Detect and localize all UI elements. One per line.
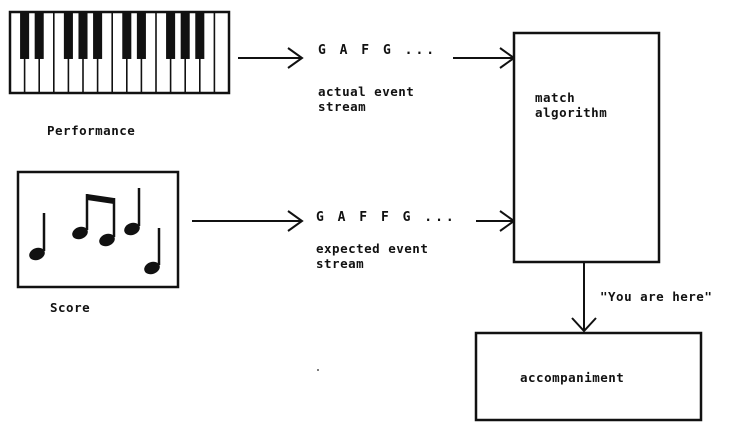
arrow-score-to-stream (192, 211, 302, 231)
performance-label: Performance (47, 123, 135, 139)
accompaniment-label: accompaniment (520, 370, 624, 386)
scan-speck (317, 369, 319, 371)
black-key (20, 12, 29, 59)
black-key (35, 12, 44, 59)
black-key (78, 12, 87, 59)
black-key (93, 12, 102, 59)
arrow-actual-to-match (453, 48, 514, 68)
music-notes-icon (18, 172, 178, 287)
arrow-match-to-accompaniment (572, 262, 596, 331)
expected-caption-line1: expected event (316, 241, 428, 257)
actual-sequence: G A F G ... (318, 43, 437, 59)
actual-caption-line1: actual event (318, 84, 414, 100)
match-algorithm-box (514, 33, 659, 262)
piano-keyboard-icon (10, 12, 229, 93)
score-label: Score (50, 300, 90, 316)
arrow-performance-to-stream (238, 48, 302, 68)
position-quote: "You are here" (600, 289, 712, 305)
match-label-line1: match (535, 90, 575, 106)
black-key (64, 12, 73, 59)
match-label-line2: algorithm (535, 105, 607, 121)
expected-sequence: G A F F G ... (316, 210, 457, 226)
black-key (166, 12, 175, 59)
actual-caption-line2: stream (318, 99, 366, 115)
black-key (195, 12, 204, 59)
black-key (122, 12, 131, 59)
black-key (181, 12, 190, 59)
expected-caption-line2: stream (316, 256, 364, 272)
arrow-expected-to-match (476, 211, 514, 231)
black-key (137, 12, 146, 59)
